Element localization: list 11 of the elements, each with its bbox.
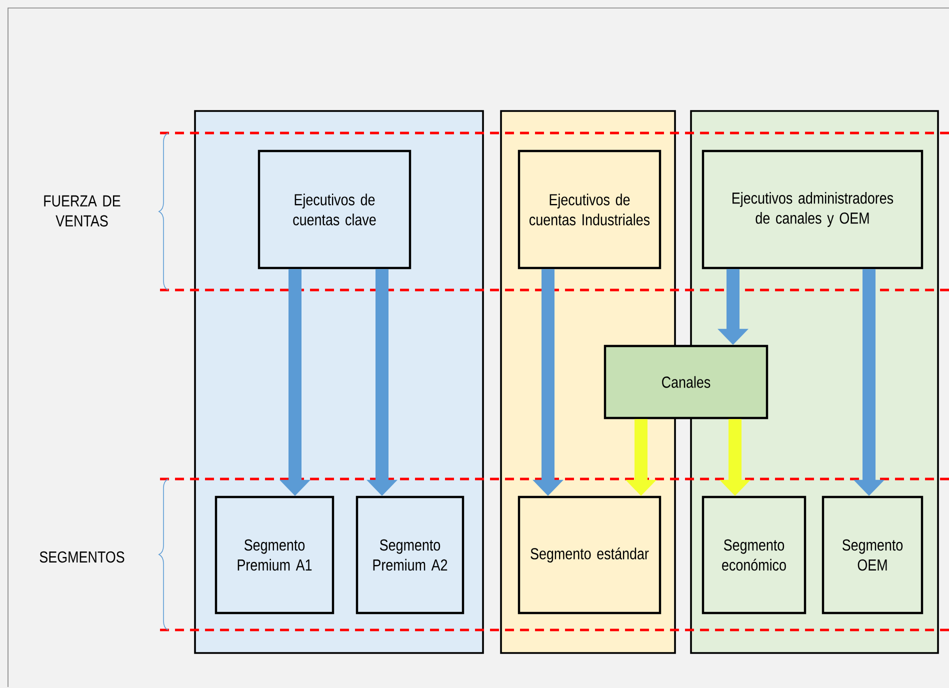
label-box: Segmento OEM [822,496,924,614]
label-box: Ejecutivos de cuentas clave [258,150,412,270]
label-box: Ejecutivos de cuentas Industriales [518,150,662,270]
side-label: SEGMENTOS [40,551,124,563]
label-box: Canales [604,344,768,420]
label-box: Segmento económico [702,496,806,614]
label-box: Segmento estándar [518,496,662,614]
side-label: FUERZA DE VENTAS [44,195,120,227]
label-box: Segmento Premium A2 [356,496,464,614]
label-box: Ejecutivos administradores de canales y OEM [702,150,924,270]
label-box: Segmento Premium A1 [214,496,334,614]
